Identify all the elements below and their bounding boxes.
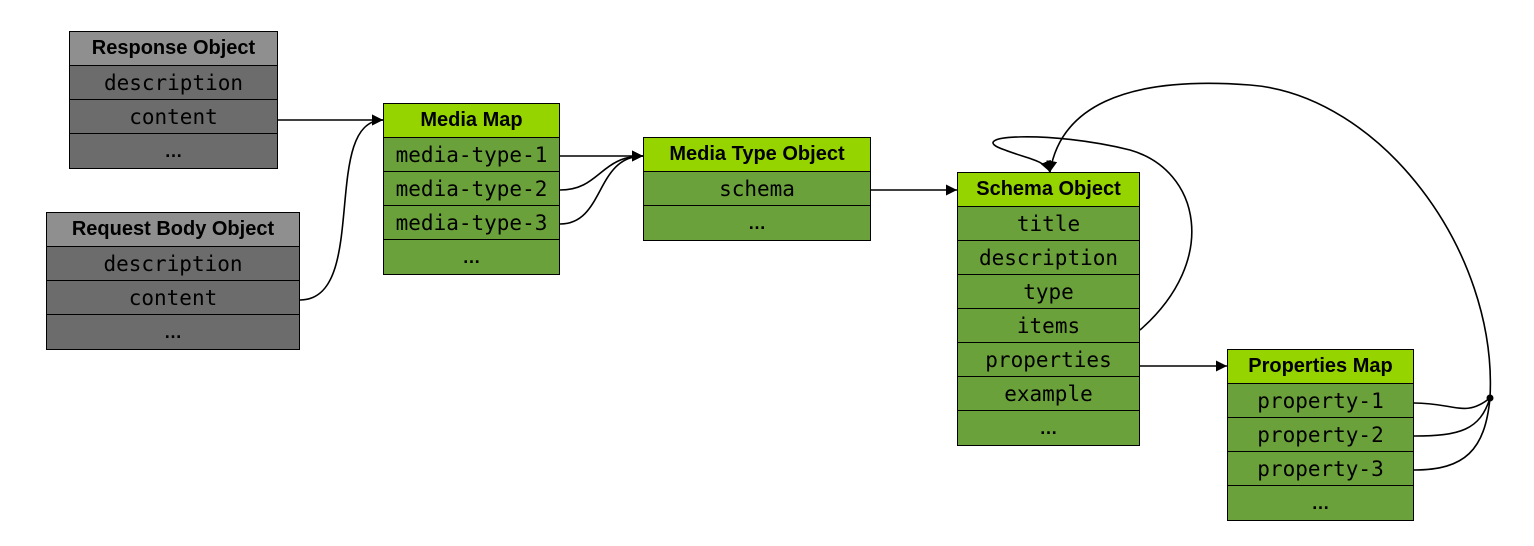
schema-object-table: Schema Object title description type ite…: [957, 172, 1140, 446]
properties-map-table: Properties Map property-1 property-2 pro…: [1227, 349, 1414, 521]
edge-junction-dot: [1486, 394, 1494, 402]
edge-items-to-schema-object: [992, 136, 1193, 331]
edge-media-type-3-to-media-type-object: [559, 150, 644, 225]
media-map-row-ellipsis: …: [384, 240, 559, 274]
properties-map-row-property-1: property-1: [1228, 384, 1413, 418]
edge-property-2-to-junction: [1413, 397, 1491, 437]
properties-map-row-ellipsis: …: [1228, 486, 1413, 520]
schema-row-description: description: [958, 241, 1139, 275]
schema-row-type: type: [958, 275, 1139, 309]
media-type-row-schema: schema: [644, 172, 870, 206]
schema-row-properties: properties: [958, 343, 1139, 377]
schema-row-ellipsis: …: [958, 411, 1139, 445]
properties-map-row-property-3: property-3: [1228, 452, 1413, 486]
request-row-ellipsis: …: [47, 315, 299, 349]
edge-request-content-to-media-map: [299, 114, 384, 301]
request-row-content: content: [47, 281, 299, 315]
edge-property-1-to-junction: [1413, 397, 1491, 410]
schema-row-items: items: [958, 309, 1139, 343]
response-object-table: Response Object description content …: [69, 31, 278, 169]
schema-row-example: example: [958, 377, 1139, 411]
properties-map-title: Properties Map: [1228, 350, 1413, 384]
media-type-object-title: Media Type Object: [644, 138, 870, 172]
media-map-row-media-type-1: media-type-1: [384, 138, 559, 172]
media-type-object-table: Media Type Object schema …: [643, 137, 871, 241]
response-row-content: content: [70, 100, 277, 134]
edge-media-type-2-to-media-type-object: [559, 150, 644, 191]
response-object-title: Response Object: [70, 32, 277, 66]
properties-map-row-property-2: property-2: [1228, 418, 1413, 452]
schema-row-title: title: [958, 207, 1139, 241]
response-row-ellipsis: …: [70, 134, 277, 168]
edge-junction-to-schema-object: [1046, 82, 1492, 399]
media-type-row-ellipsis: …: [644, 206, 870, 240]
media-map-title: Media Map: [384, 104, 559, 138]
response-row-description: description: [70, 66, 277, 100]
request-body-object-title: Request Body Object: [47, 213, 299, 247]
request-row-description: description: [47, 247, 299, 281]
schema-object-title: Schema Object: [958, 173, 1139, 207]
request-body-object-table: Request Body Object description content …: [46, 212, 300, 350]
media-map-row-media-type-3: media-type-3: [384, 206, 559, 240]
edge-property-3-to-junction: [1413, 397, 1491, 471]
media-map-row-media-type-2: media-type-2: [384, 172, 559, 206]
media-map-table: Media Map media-type-1 media-type-2 medi…: [383, 103, 560, 275]
